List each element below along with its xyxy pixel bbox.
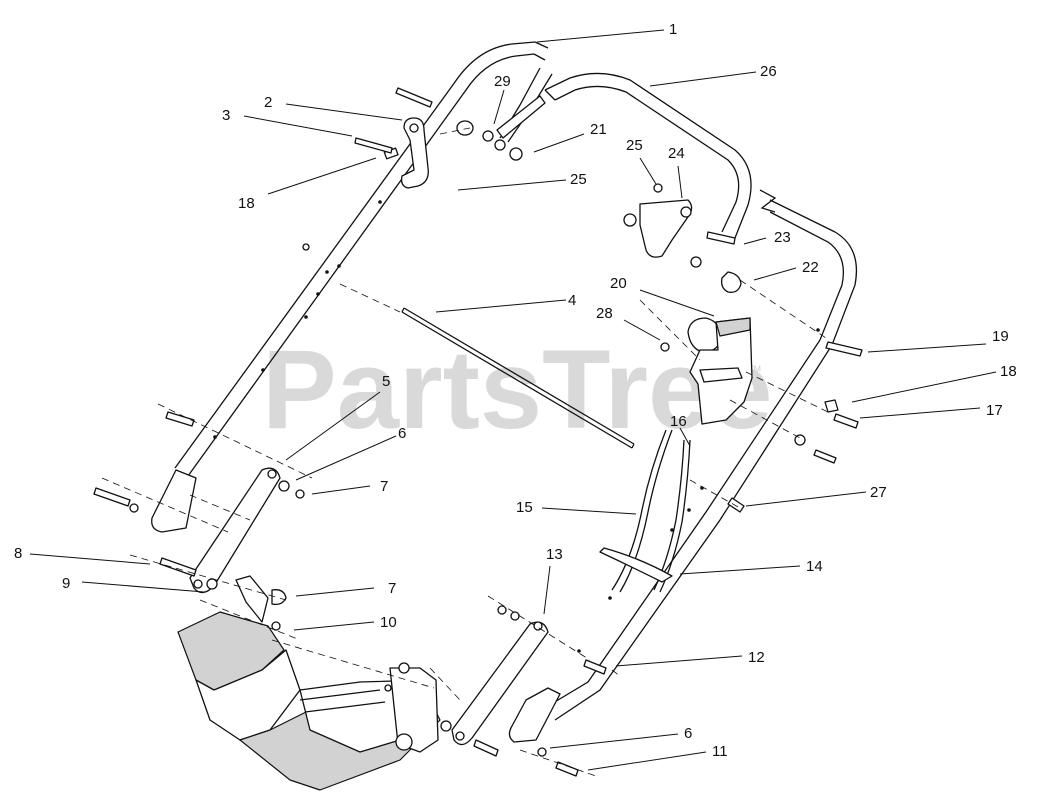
control-cables xyxy=(599,429,691,593)
right-lower-bracket xyxy=(440,605,607,777)
callout-19: 19 xyxy=(992,328,1009,345)
callout-8: 8 xyxy=(14,545,22,562)
callout-22: 22 xyxy=(802,259,819,276)
callout-15: 15 xyxy=(516,499,533,516)
left-lower-bracket xyxy=(93,411,305,631)
callout-29: 29 xyxy=(494,73,511,90)
callout-25: 25 xyxy=(570,171,587,188)
deck-housing xyxy=(177,575,441,791)
callout-18: 18 xyxy=(1000,363,1017,380)
leader-lines xyxy=(29,29,997,771)
callout-7: 7 xyxy=(380,478,388,495)
callout-21: 21 xyxy=(590,121,607,138)
callout-20: 20 xyxy=(610,275,627,292)
callout-6: 6 xyxy=(398,425,406,442)
callout-26: 26 xyxy=(760,63,777,80)
callout-11: 11 xyxy=(712,743,728,760)
callout-17: 17 xyxy=(986,402,1003,419)
callout-16: 16 xyxy=(670,413,687,430)
callout-9: 9 xyxy=(62,575,70,592)
callout-13: 13 xyxy=(546,546,563,563)
watermark-trademark: TM xyxy=(748,364,761,374)
callout-labels: 1 26 2 3 29 21 18 25 25 24 23 22 20 28 4… xyxy=(14,21,1017,760)
callout-24: 24 xyxy=(668,145,685,162)
callout-25: 25 xyxy=(626,137,643,154)
callout-6: 6 xyxy=(684,725,692,742)
callout-7: 7 xyxy=(388,580,396,597)
callout-1: 1 xyxy=(669,21,677,38)
lower-handle xyxy=(547,189,858,721)
callout-14: 14 xyxy=(806,558,823,575)
callout-18: 18 xyxy=(238,195,255,212)
callout-12: 12 xyxy=(748,649,765,666)
top-bolts xyxy=(302,87,546,251)
right-side-bolts xyxy=(727,341,863,513)
cable-guide-bracket xyxy=(383,117,429,189)
alignment-lines xyxy=(101,127,833,777)
callout-23: 23 xyxy=(774,229,791,246)
cable-bracket-assembly xyxy=(623,183,742,293)
control-box xyxy=(660,317,753,425)
callout-10: 10 xyxy=(380,614,397,631)
watermark-text: PartsTree xyxy=(262,327,773,452)
callout-28: 28 xyxy=(596,305,613,322)
upper-handle-left xyxy=(174,41,549,477)
callout-3: 3 xyxy=(222,107,230,124)
handle-holes xyxy=(213,200,382,439)
callout-4: 4 xyxy=(568,292,576,309)
callout-2: 2 xyxy=(264,94,272,111)
link-rod xyxy=(401,307,635,449)
callout-27: 27 xyxy=(870,484,887,501)
callout-5: 5 xyxy=(382,373,390,390)
